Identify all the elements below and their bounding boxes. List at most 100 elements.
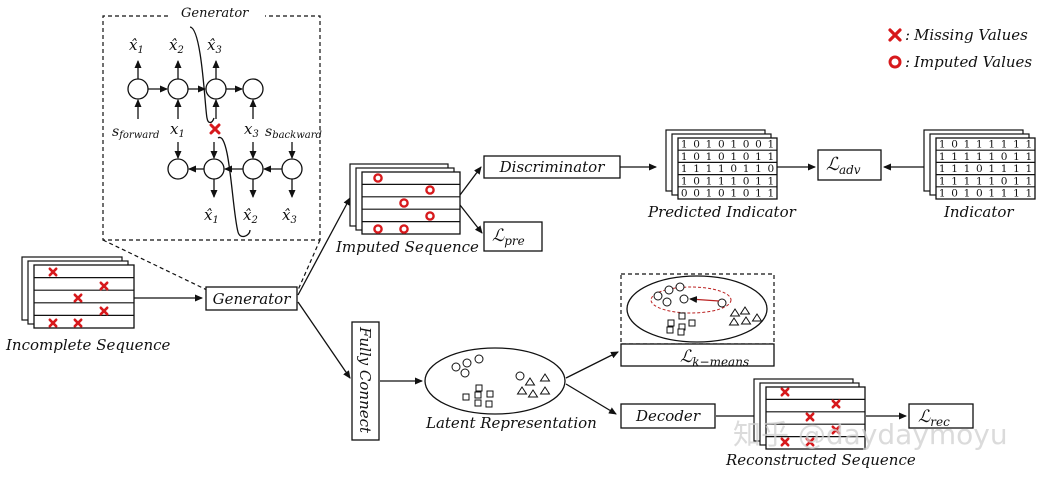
matrix-cell: 0 [681, 188, 688, 200]
matrix-cell: 1 [767, 188, 774, 200]
cluster-point-circle [515, 371, 525, 381]
matrix-cell: 0 [743, 139, 750, 151]
generator-inset-title: Generator [181, 6, 249, 21]
cluster-point-square [462, 393, 470, 401]
legend-missing-label: Missing Values [913, 26, 1028, 44]
inset-zoom-line-left [102, 239, 208, 291]
discriminator-box: Discriminator [483, 155, 621, 179]
loss-kmeans-box: ℒk−means [620, 343, 775, 369]
incomplete-sequence-label: Incomplete Sequence [5, 336, 171, 354]
matrix-cell: 1 [681, 175, 688, 187]
sheet-front [935, 137, 1036, 200]
matrix-cell: 1 [1001, 139, 1008, 151]
matrix-cell: 1 [681, 163, 688, 175]
matrix-cell: 1 [988, 139, 995, 151]
cluster-point-square [474, 391, 482, 399]
cluster-point-square [677, 328, 685, 336]
cluster-point-triangle [539, 386, 551, 395]
s-backward-label: sbackward [265, 124, 322, 141]
kmeans-panel [620, 273, 775, 345]
imputed-value-o-icon [399, 224, 409, 234]
top-output-1: x̂1 [129, 36, 144, 56]
missing-value-x-icon [73, 293, 83, 303]
matrix-cell: 1 [1025, 151, 1032, 163]
cluster-point-circle [653, 291, 663, 301]
matrix-cell: 1 [755, 151, 762, 163]
rnn-backward-cell [281, 158, 303, 180]
loss-rec-label: ℒrec [918, 407, 950, 429]
legend: : Missing Values : Imputed Values [888, 26, 1032, 71]
matrix-cell: 1 [939, 151, 946, 163]
arrow-latent-to-decoder [565, 383, 617, 415]
matrix-cell: 1 [1001, 163, 1008, 175]
cluster-point-circle [664, 285, 674, 295]
arrow-imputed-to-lpre [459, 204, 483, 234]
cluster-point-triangle [527, 389, 539, 398]
skip-curve-backward [217, 137, 251, 238]
cluster-point-triangle [739, 306, 751, 315]
fully-connect-box: Fully Connect [351, 321, 380, 441]
matrix-cell: 1 [718, 163, 725, 175]
matrix-cell: 1 [988, 188, 995, 200]
missing-value-x-icon [48, 318, 58, 328]
rnn-forward-cell [167, 78, 189, 100]
missing-value-x-icon [831, 425, 841, 435]
arrow-imputed-to-discriminator [459, 166, 482, 196]
missing-value-x-icon [888, 28, 902, 42]
matrix-cell: 1 [767, 151, 774, 163]
matrix-cell: 1 [730, 175, 737, 187]
matrix-cell: 1 [693, 163, 700, 175]
missing-value-x-icon [780, 437, 790, 447]
matrix-cell: 0 [693, 139, 700, 151]
missing-value-x-icon [805, 437, 815, 447]
sheet-front [677, 137, 778, 200]
matrix-cell: 0 [693, 175, 700, 187]
x1-input-label: x1 [170, 120, 185, 140]
cluster-point-triangle [751, 313, 763, 322]
missing-value-x-icon [780, 387, 790, 397]
matrix-cell: 1 [939, 163, 946, 175]
missing-value-x-icon [73, 318, 83, 328]
imputed-sequence-label: Imputed Sequence [335, 238, 479, 256]
matrix-cell: 1 [1025, 188, 1032, 200]
skip-curve-forward [189, 26, 215, 124]
cluster-point-triangle [728, 317, 740, 326]
matrix-cell: 1 [988, 175, 995, 187]
legend-separator: : [905, 53, 910, 71]
matrix-cell: 0 [755, 139, 762, 151]
matrix-cell: 1 [681, 151, 688, 163]
matrix-cell: 1 [939, 139, 946, 151]
fully-connect-label: Fully Connect [356, 326, 374, 434]
imputed-value-o-icon [399, 198, 409, 208]
cluster-point-square [486, 390, 494, 398]
rnn-backward-cell [242, 158, 264, 180]
matrix-cell: 1 [939, 175, 946, 187]
cluster-point-circle [675, 282, 685, 292]
matrix-cell: 0 [743, 151, 750, 163]
matrix-cell: 1 [964, 175, 971, 187]
bottom-output-3: x̂3 [282, 206, 297, 226]
reconstructed-sequence-stack [753, 378, 866, 450]
matrix-cell: 1 [1013, 139, 1020, 151]
incomplete-sequence-stack [21, 256, 135, 329]
cluster-point-circle [662, 297, 672, 307]
rnn-backward-cell [167, 158, 189, 180]
matrix-cell: 1 [706, 175, 713, 187]
cluster-point-square [474, 399, 482, 407]
matrix-cell: 1 [755, 188, 762, 200]
matrix-cell: 0 [1001, 151, 1008, 163]
legend-imputed-label: Imputed Values [913, 53, 1032, 71]
matrix-cell: 1 [1013, 163, 1020, 175]
matrix-cell: 1 [755, 163, 762, 175]
matrix-cell: 1 [951, 175, 958, 187]
cluster-point-triangle [524, 377, 536, 386]
matrix-cell: 0 [976, 188, 983, 200]
top-output-2: x̂2 [169, 36, 184, 56]
matrix-cell: 1 [706, 188, 713, 200]
cluster-point-triangle [539, 373, 551, 382]
loss-pre-box: ℒpre [483, 221, 543, 252]
matrix-cell: 1 [964, 188, 971, 200]
cluster-point-square [475, 384, 483, 392]
matrix-cell: 1 [951, 151, 958, 163]
arrow-generator-to-imputed [297, 197, 351, 296]
